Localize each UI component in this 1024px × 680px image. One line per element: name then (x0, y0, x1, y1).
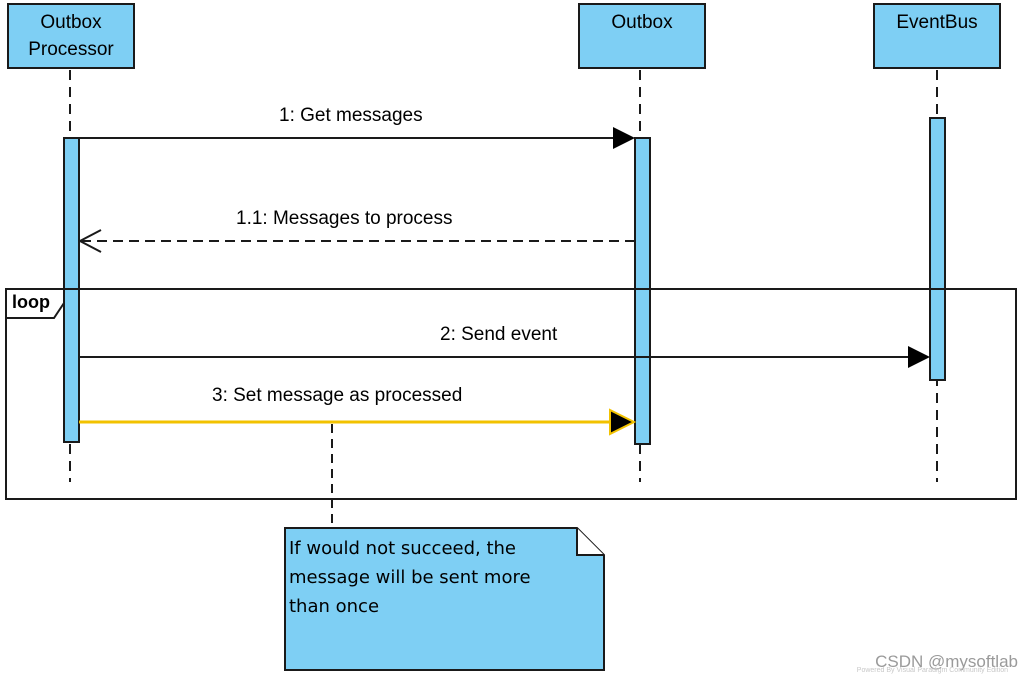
message-1-1-label: 1.1: Messages to process (236, 208, 453, 229)
lifeline-outbox: Outbox (578, 3, 706, 69)
note-fold (576, 528, 604, 556)
message-2-arrowhead (908, 346, 930, 368)
loop-label: loop (12, 292, 50, 312)
note-shape (284, 527, 605, 671)
message-1-arrowhead (613, 127, 635, 149)
message-1-1-arrowhead (77, 229, 102, 253)
powered-by-text: Powered By Visual Paradigm Community Edi… (856, 667, 1008, 674)
message-2-label: 2: Send event (440, 324, 558, 345)
message-3-label: 3: Set message as processed (212, 385, 463, 406)
loop-fragment-frame (5, 288, 1017, 500)
lifeline-outbox-title: Outbox (611, 12, 673, 33)
lifeline-eventbus: EventBus (873, 3, 1001, 69)
lifeline-outbox-processor-title-line1: Outbox (40, 12, 102, 33)
message-1-label: 1: Get messages (279, 105, 423, 126)
note-line-1: If would not succeed, the (289, 538, 516, 559)
lifeline-eventbus-title: EventBus (896, 12, 978, 33)
activation-eventbus (929, 117, 946, 381)
lifeline-outbox-processor-title-line2: Processor (28, 39, 114, 60)
note-line-3: than once (289, 596, 380, 617)
note-text: If would not succeed, the message will b… (289, 534, 589, 621)
message-3-arrowhead (609, 408, 637, 436)
activation-outbox (634, 137, 651, 445)
note-line-2: message will be sent more (289, 567, 531, 588)
lifeline-outbox-processor: Outbox Processor (7, 3, 135, 69)
csdn-watermark: CSDN @mysoftlab (875, 652, 1018, 671)
